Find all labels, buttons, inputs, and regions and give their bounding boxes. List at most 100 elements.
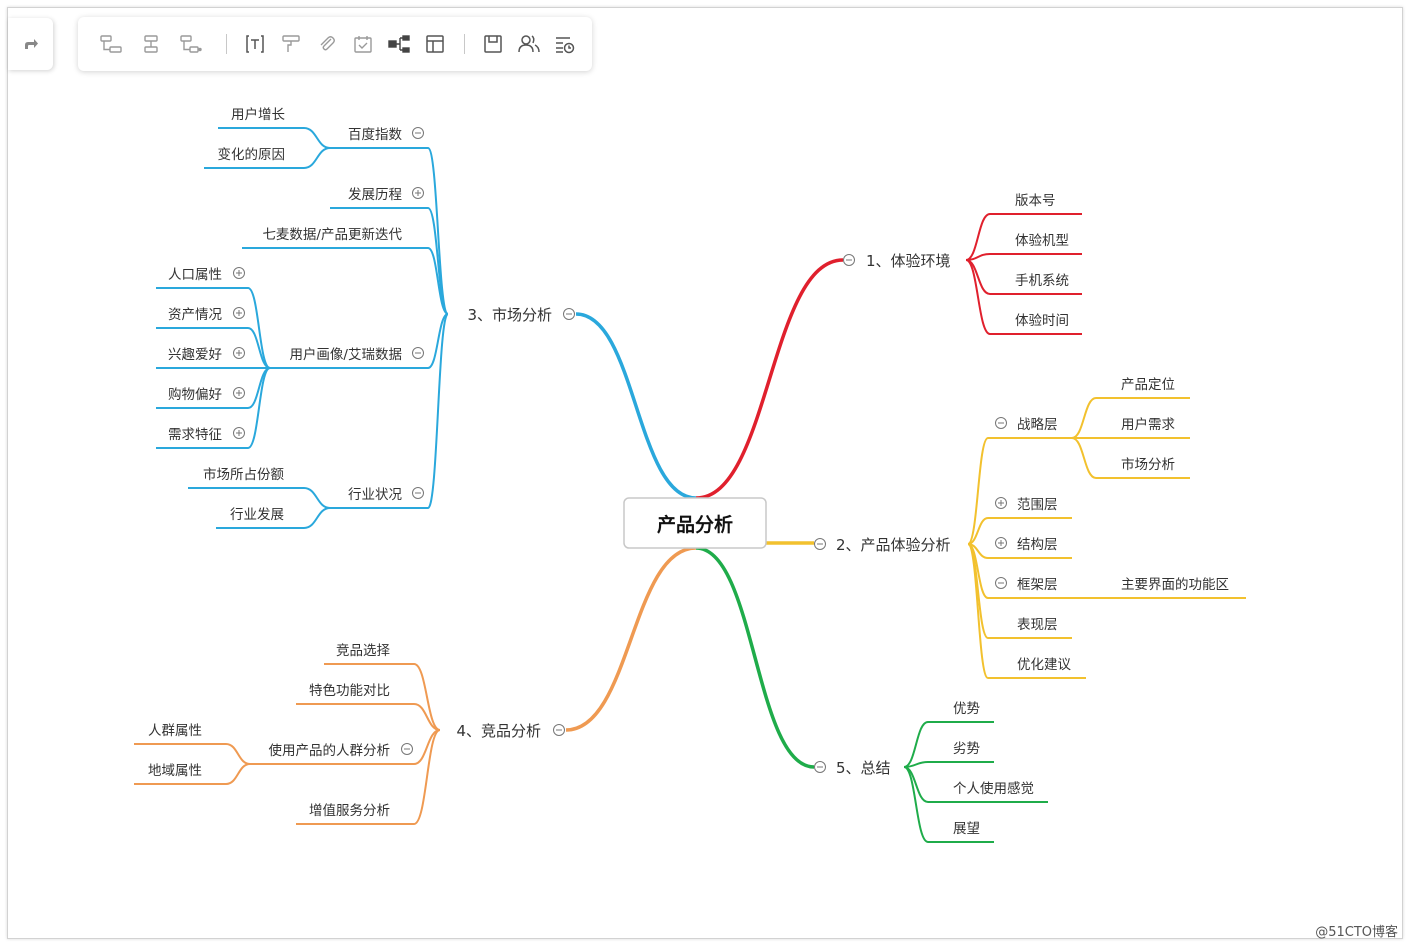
insert-parent-button[interactable] xyxy=(178,31,204,57)
layout-button[interactable] xyxy=(422,31,448,57)
b3-huaxiang-child[interactable]: 资产情况 xyxy=(168,307,222,323)
b1-child-edge xyxy=(965,259,991,295)
b3-huaxiang-child[interactable]: 人口属性 xyxy=(168,267,222,283)
b3-huaxiang-child[interactable]: 购物偏好 xyxy=(168,387,222,403)
b5-child[interactable]: 劣势 xyxy=(953,741,980,757)
insert-parent-icon xyxy=(180,35,202,53)
b4-renqun[interactable]: 使用产品的人群分析 xyxy=(269,742,391,759)
b2-zhanlue-child[interactable]: 用户需求 xyxy=(1121,416,1175,433)
b3-huaxiang-child-toggle[interactable] xyxy=(233,427,245,439)
b2-kuangjia-toggle[interactable] xyxy=(995,577,1007,589)
b5-child[interactable]: 个人使用感觉 xyxy=(953,780,1034,797)
b3-toggle[interactable] xyxy=(563,308,575,320)
b4-renqun-child-edge xyxy=(225,763,251,785)
relationship-button[interactable] xyxy=(386,31,412,57)
b4-xuanze[interactable]: 竞品选择 xyxy=(336,642,390,659)
root-node[interactable]: 产品分析 xyxy=(623,497,767,549)
root-node-label: 产品分析 xyxy=(657,513,733,536)
save-button[interactable] xyxy=(480,31,506,57)
text-format-button[interactable] xyxy=(242,31,268,57)
b3-child-edge xyxy=(427,247,449,315)
b1-toggle[interactable] xyxy=(843,254,855,266)
b3-qimai[interactable]: 七麦数据/产品更新迭代 xyxy=(262,227,402,243)
b2-zhanlue-child[interactable]: 产品定位 xyxy=(1121,377,1175,393)
b3-huaxiang[interactable]: 用户画像/艾瑞数据 xyxy=(289,346,402,363)
b1-topic[interactable]: 1、体验环境 xyxy=(866,252,951,270)
b3-child-edge xyxy=(427,313,449,509)
b3-huaxiang-child-toggle[interactable] xyxy=(233,307,245,319)
relationship-icon xyxy=(388,35,410,53)
b2-jiegou[interactable]: 结构层 xyxy=(1017,537,1058,553)
b3-huaxiang-child-edge xyxy=(247,287,271,369)
b3-baidu-child[interactable]: 变化的原因 xyxy=(218,147,286,163)
b3-hangye-child[interactable]: 市场所占份额 xyxy=(203,466,284,483)
b2-fanwei[interactable]: 范围层 xyxy=(1017,497,1058,513)
b3-huaxiang-child-toggle[interactable] xyxy=(233,387,245,399)
b1-child-edge xyxy=(965,259,991,335)
b5-child[interactable]: 优势 xyxy=(953,701,980,717)
b4-renqun-child[interactable]: 人群属性 xyxy=(148,723,202,739)
b3-topic[interactable]: 3、市场分析 xyxy=(467,306,552,324)
b1-child[interactable]: 版本号 xyxy=(1015,193,1056,209)
share-button[interactable] xyxy=(516,31,542,57)
b1-child[interactable]: 手机系统 xyxy=(1015,273,1069,289)
b3-baidu[interactable]: 百度指数 xyxy=(348,127,402,143)
b4-renqun-toggle[interactable] xyxy=(401,743,413,755)
b3-huaxiang-child-toggle[interactable] xyxy=(233,267,245,279)
b2-toggle[interactable] xyxy=(814,538,826,550)
format-painter-button[interactable] xyxy=(278,31,304,57)
b1-child[interactable]: 体验时间 xyxy=(1015,313,1069,329)
b3-baidu-child[interactable]: 用户增长 xyxy=(231,106,285,123)
b2-kuangjia-child[interactable]: 主要界面的功能区 xyxy=(1121,577,1229,593)
b2-jiegou-toggle[interactable] xyxy=(995,537,1007,549)
redo-button[interactable] xyxy=(8,18,53,70)
b4-toggle[interactable] xyxy=(553,724,565,736)
b3-huaxiang-child[interactable]: 需求特征 xyxy=(168,427,222,443)
b2-child-edge xyxy=(967,543,989,679)
b2-biaoxian[interactable]: 表现层 xyxy=(1017,617,1058,633)
insert-sibling-icon xyxy=(144,35,158,53)
b4-renqun-child-edge xyxy=(225,743,251,765)
task-icon xyxy=(354,36,372,53)
b5-child[interactable]: 展望 xyxy=(953,821,980,837)
branch-3-edge xyxy=(575,312,697,500)
attachment-button[interactable] xyxy=(314,31,340,57)
b2-kuangjia[interactable]: 框架层 xyxy=(1017,577,1058,593)
b3-hangye-child-edge xyxy=(303,487,331,509)
b2-zhanlue[interactable]: 战略层 xyxy=(1017,417,1058,433)
b2-topic[interactable]: 2、产品体验分析 xyxy=(836,536,951,554)
b3-hangye-toggle[interactable] xyxy=(412,487,424,499)
branch-5-edge xyxy=(695,546,815,769)
b5-toggle[interactable] xyxy=(814,761,826,773)
canvas-frame xyxy=(7,7,1403,939)
b3-fazhan-toggle[interactable] xyxy=(412,187,424,199)
b5-child-edge xyxy=(903,766,929,843)
b3-baidu-toggle[interactable] xyxy=(412,127,424,139)
b3-fazhan[interactable]: 发展历程 xyxy=(348,187,402,203)
b3-hangye-child[interactable]: 行业发展 xyxy=(230,507,284,523)
format-painter-icon xyxy=(282,35,300,52)
b2-zhanlue-child-edge xyxy=(1071,397,1097,439)
b4-zengzhi[interactable]: 增值服务分析 xyxy=(309,803,390,819)
outline-button[interactable] xyxy=(552,31,578,57)
b2-zhanlue-toggle[interactable] xyxy=(995,417,1007,429)
b3-baidu-child-edge xyxy=(303,127,331,149)
insert-child-button[interactable] xyxy=(98,31,124,57)
b2-youhua[interactable]: 优化建议 xyxy=(1017,657,1071,673)
task-button[interactable] xyxy=(350,31,376,57)
b4-topic[interactable]: 4、竞品分析 xyxy=(456,722,541,740)
root-node-box xyxy=(623,497,767,549)
b5-child-edge xyxy=(903,721,929,768)
b2-zhanlue-child[interactable]: 市场分析 xyxy=(1121,456,1175,473)
b3-huaxiang-child-toggle[interactable] xyxy=(233,347,245,359)
b4-renqun-child[interactable]: 地域属性 xyxy=(148,763,202,779)
b3-huaxiang-child[interactable]: 兴趣爱好 xyxy=(168,347,222,363)
b3-huaxiang-child-edge xyxy=(247,327,271,369)
b3-hangye[interactable]: 行业状况 xyxy=(348,487,402,503)
b3-huaxiang-toggle[interactable] xyxy=(412,347,424,359)
b1-child[interactable]: 体验机型 xyxy=(1015,233,1069,249)
b2-fanwei-toggle[interactable] xyxy=(995,497,1007,509)
insert-sibling-button[interactable] xyxy=(138,31,164,57)
b4-tese[interactable]: 特色功能对比 xyxy=(309,682,390,699)
b5-topic[interactable]: 5、总结 xyxy=(836,759,891,777)
